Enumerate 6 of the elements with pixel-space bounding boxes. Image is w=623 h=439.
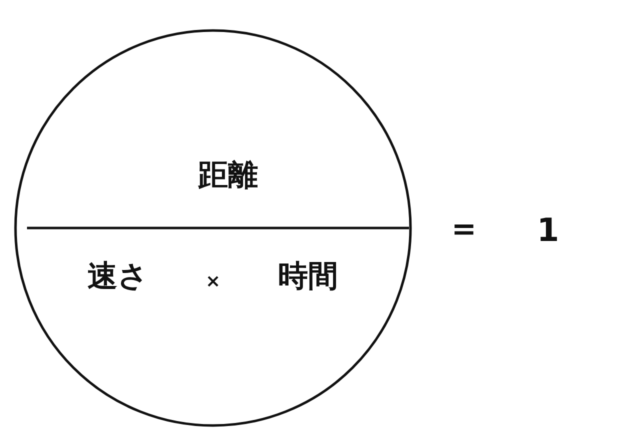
equals-sign: = [451, 215, 477, 245]
term-text: 速さ [88, 262, 148, 292]
result-value: 1 [536, 214, 560, 246]
term-text: 距離 [198, 161, 258, 191]
operator-symbol: × [205, 273, 221, 291]
term-text: 時間 [278, 262, 338, 292]
